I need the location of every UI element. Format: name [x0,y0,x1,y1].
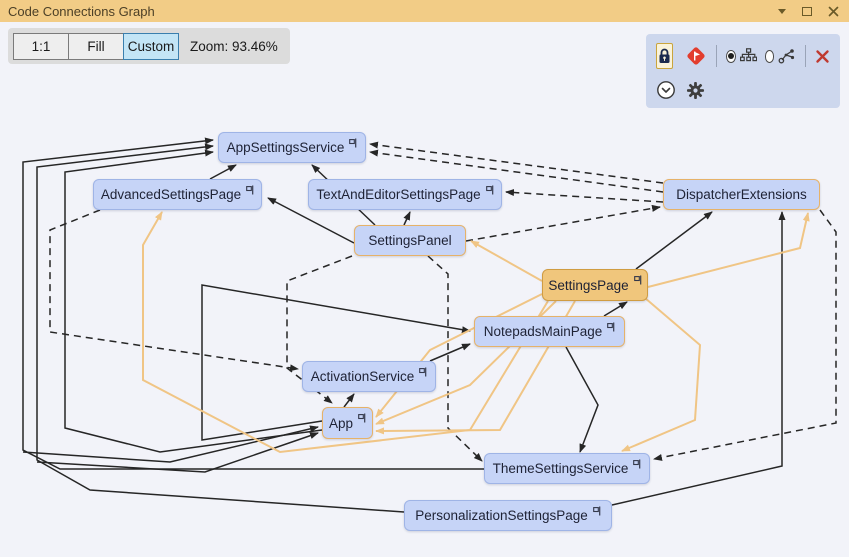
graph-node-label: ThemeSettingsService [492,461,629,476]
graph-edge [49,209,299,372]
graph-node-PersonalizationSettingsPage[interactable]: PersonalizationSettingsPage [404,500,612,531]
force-layout-radio[interactable] [764,49,775,63]
graph-edge [36,143,405,513]
graph-node-label: PersonalizationSettingsPage [415,508,588,523]
graph-edge [22,137,484,470]
graph-node-AdvancedSettingsPage[interactable]: AdvancedSettingsPage [93,179,262,210]
tree-layout-button[interactable] [739,48,757,64]
graph-options-panel [646,34,840,108]
chevron-down-icon [778,8,786,14]
close-icon [828,6,839,16]
graph-edge [611,211,786,506]
maximize-icon [802,6,812,16]
graph-edge [369,149,664,193]
zoom-level-label: Zoom: 93.46% [190,38,278,54]
graph-node-TextAndEditorSettingsPage[interactable]: TextAndEditorSettingsPage [308,179,502,210]
graph-node-NotepadsMainPage[interactable]: NotepadsMainPage [474,316,625,347]
pin-icon [358,413,366,423]
graph-node-label: ActivationService [310,369,415,384]
graph-edge [343,393,355,408]
settings-gear-icon [687,81,704,99]
graph-edge [375,293,543,418]
flag-diamond-button[interactable] [685,45,707,67]
toolbar-separator [805,45,806,67]
graph-options-row-2 [656,75,830,105]
graph-node-label: SettingsPanel [368,233,452,248]
flag-diamond-icon [687,47,705,65]
settings-button[interactable] [686,81,705,100]
collapse-panel-button[interactable] [656,80,676,100]
graph-node-label: SettingsPage [548,277,629,293]
graph-edge [201,284,471,441]
graph-edge [647,212,810,288]
graph-edge [403,211,411,226]
tree-layout-icon [739,48,757,62]
graph-node-label: AppSettingsService [226,140,345,155]
graph-edge [429,343,471,362]
pin-icon [607,322,615,331]
zoom-fill-button[interactable]: Fill [68,32,124,60]
pin-icon [485,185,493,194]
pin-icon [633,459,641,468]
window-title: Code Connections Graph [8,3,155,19]
graph-node-label: NotepadsMainPage [483,324,603,339]
graph-node-ThemeSettingsService[interactable]: ThemeSettingsService [484,453,650,484]
graph-node-label: App [328,415,354,431]
maximize-button[interactable] [802,6,812,16]
graph-edge [142,211,549,454]
graph-options-row-1 [656,41,830,71]
graph-node-App[interactable]: App [322,407,373,439]
lock-icon [659,48,670,63]
graph-node-SettingsPanel[interactable]: SettingsPanel [354,225,466,256]
graph-edge [653,209,837,461]
graph-node-label: AdvancedSettingsPage [100,187,242,202]
graph-edge [565,346,599,453]
force-layout-icon [778,49,795,64]
tree-layout-radio[interactable] [725,49,736,63]
graph-edge [465,204,661,242]
graph-node-DispatcherExtensions[interactable]: DispatcherExtensions [663,179,820,210]
pin-icon [349,138,357,147]
pin-icon [246,185,254,194]
pin-icon [592,506,601,515]
pin-icon [633,275,641,285]
graph-node-label: DispatcherExtensions [676,187,807,202]
close-window-button[interactable] [828,6,839,17]
graph-edge [635,211,713,270]
toolbar-separator [716,45,717,67]
graph-node-ActivationService[interactable]: ActivationService [302,361,436,392]
graph-edge [470,240,543,282]
graph-edge [267,197,355,244]
graph-edge [505,189,664,203]
graph-edge [603,301,628,317]
graph-edge [209,164,237,180]
graph-edge [64,149,323,453]
graph-edge [369,141,664,184]
zoom-custom-button[interactable]: Custom [123,32,179,60]
graph-edge [36,432,319,473]
pin-icon [419,367,427,376]
zoom-1-1-button[interactable]: 1:1 [13,32,69,60]
close-graph-button[interactable] [815,49,830,64]
graph-edge [427,255,483,462]
graph-node-AppSettingsService[interactable]: AppSettingsService [218,132,366,163]
graph-node-SettingsPage[interactable]: SettingsPage [542,269,648,301]
force-layout-button[interactable] [778,48,796,64]
graph-edge [621,297,702,452]
close-graph-icon [816,49,829,63]
window-menu-button[interactable] [778,8,786,14]
title-bar[interactable]: Code Connections Graph [0,0,849,22]
graph-edge [22,425,319,463]
collapse-chevron-icon [657,81,675,99]
zoom-toolbar: 1:1 Fill Custom Zoom: 93.46% [8,28,290,64]
graph-node-label: TextAndEditorSettingsPage [316,187,481,202]
lock-layout-button[interactable] [656,43,673,69]
